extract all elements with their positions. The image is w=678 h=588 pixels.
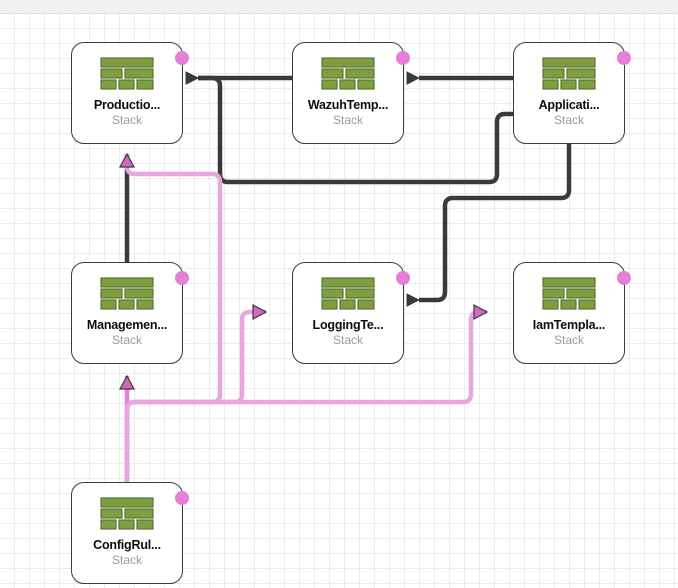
node-title: Productio... [93, 98, 161, 112]
stack-icon [321, 277, 375, 310]
node-subtitle: Stack [111, 333, 142, 347]
stack-icon [542, 277, 596, 310]
edge-layer [0, 14, 572, 482]
node-configrules[interactable]: ConfigRul... Stack [71, 482, 189, 584]
node-title: LoggingTe... [312, 318, 384, 332]
node-port[interactable] [175, 51, 189, 65]
edge-configrules-to-iam[interactable] [124, 312, 487, 482]
node-application[interactable]: Applicati... Stack [513, 42, 631, 144]
node-subtitle: Stack [111, 113, 142, 127]
node-port[interactable] [617, 271, 631, 285]
stack-icon [100, 277, 154, 310]
node-subtitle: Stack [553, 333, 584, 347]
node-title: ConfigRul... [93, 538, 161, 552]
node-port[interactable] [175, 491, 189, 505]
stack-icon [542, 57, 596, 90]
diagram-canvas[interactable]: Productio... Stack WazuhTemp... Stack [0, 14, 678, 588]
stack-icon [100, 57, 154, 90]
node-port[interactable] [175, 271, 189, 285]
node-logging[interactable]: LoggingTe... Stack [292, 262, 410, 364]
edge-application-to-production[interactable] [198, 78, 513, 185]
edge-application-to-logging[interactable] [419, 144, 572, 300]
node-management[interactable]: Managemen... Stack [71, 262, 189, 364]
node-production[interactable]: Productio... Stack [71, 42, 189, 144]
node-subtitle: Stack [111, 553, 142, 567]
node-subtitle: Stack [332, 113, 363, 127]
stack-icon [321, 57, 375, 90]
node-subtitle: Stack [332, 333, 363, 347]
node-port[interactable] [617, 51, 631, 65]
node-title: IamTempla... [532, 318, 606, 332]
stack-icon [100, 497, 154, 530]
node-subtitle: Stack [553, 113, 584, 127]
node-title: WazuhTemp... [307, 98, 389, 112]
node-title: Managemen... [86, 318, 168, 332]
node-port[interactable] [396, 271, 410, 285]
toolbar-strip[interactable] [0, 0, 678, 14]
node-wazuh[interactable]: WazuhTemp... Stack [292, 42, 410, 144]
node-port[interactable] [396, 51, 410, 65]
node-iam[interactable]: IamTempla... Stack [513, 262, 631, 364]
node-title: Applicati... [538, 98, 600, 112]
